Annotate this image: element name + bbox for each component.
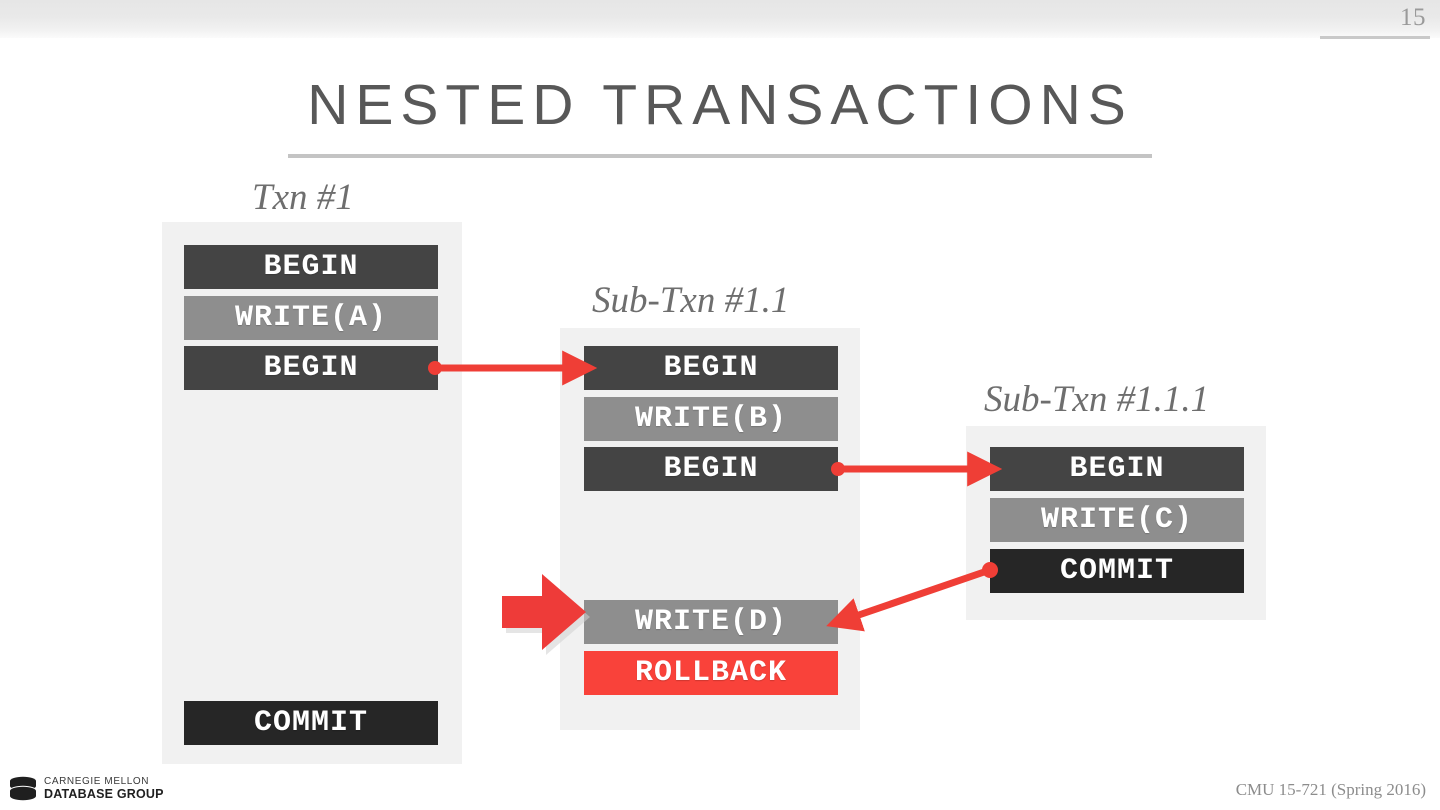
op-bar-write-d[interactable]: WRITE(D) — [584, 600, 838, 644]
header-band — [0, 0, 1440, 38]
op-bar-commit[interactable]: COMMIT — [990, 549, 1244, 593]
cmu-database-group-logo: CARNEGIE MELLON DATABASE GROUP — [8, 776, 164, 802]
op-bar-write-b[interactable]: WRITE(B) — [584, 397, 838, 441]
logo-line-1: CARNEGIE MELLON — [44, 776, 150, 788]
op-bar-write-a[interactable]: WRITE(A) — [184, 296, 438, 340]
slide-number: 15 — [1400, 4, 1426, 31]
page-title: NESTED TRANSACTIONS — [307, 73, 1133, 137]
database-cylinder-icon — [10, 776, 36, 801]
logo-line-2: DATABASE GROUP — [44, 786, 164, 801]
op-bar-begin-nested[interactable]: BEGIN — [584, 447, 838, 491]
txn-label-1-1: Sub-Txn #1.1 — [592, 280, 790, 321]
current-step-arrow — [502, 574, 590, 655]
course-footer: CMU 15-721 (Spring 2016) — [1235, 780, 1426, 799]
op-bar-write-c[interactable]: WRITE(C) — [990, 498, 1244, 542]
txn-label-1: Txn #1 — [252, 177, 354, 218]
title-underline — [288, 154, 1152, 158]
op-bar-begin[interactable]: BEGIN — [990, 447, 1244, 491]
op-bar-commit[interactable]: COMMIT — [184, 701, 438, 745]
op-bar-begin[interactable]: BEGIN — [184, 245, 438, 289]
txn-label-1-1-1: Sub-Txn #1.1.1 — [984, 379, 1210, 420]
slide-number-rule — [1320, 36, 1430, 39]
op-bar-rollback[interactable]: ROLLBACK — [584, 651, 838, 695]
op-bar-begin-nested[interactable]: BEGIN — [184, 346, 438, 390]
op-bar-begin[interactable]: BEGIN — [584, 346, 838, 390]
